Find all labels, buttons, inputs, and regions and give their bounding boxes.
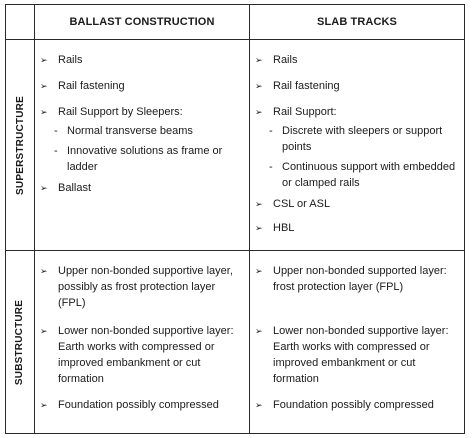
list-item: ➢ Rails	[255, 52, 459, 68]
item-text: Foundation possibly compressed	[58, 399, 219, 411]
substructure-label: SUBSTRUCTURE	[14, 299, 26, 385]
list-item: ➢ Lower non-bonded supportive layer: Eart…	[255, 323, 459, 387]
item-text: Rails	[273, 54, 298, 66]
cell-superstructure-ballast: ➢ Rails ➢ Rail fastening ➢ Rail Support by …	[40, 52, 244, 196]
arrow-bullet-icon: ➢	[255, 223, 263, 233]
list-item: ➢ Rail fastening	[255, 78, 459, 94]
cell-substructure-slab: ➢ Upper non-bonded supported layer: frost…	[255, 263, 459, 413]
dash-marker: -	[54, 145, 58, 157]
header-divider	[6, 39, 464, 40]
dash-marker: -	[54, 125, 58, 137]
arrow-bullet-icon: ➢	[40, 266, 48, 276]
sub-item-text: Innovative solutions as frame or ladder	[67, 145, 223, 173]
arrow-bullet-icon: ➢	[40, 107, 48, 117]
sub-item-text: Discrete with sleepers or support points	[282, 125, 443, 153]
header-ballast-construction: BALLAST CONSTRUCTION	[69, 16, 215, 28]
item-text: Rail Support by Sleepers:	[58, 106, 183, 118]
arrow-bullet-icon: ➢	[255, 326, 263, 336]
item-text: Rail fastening	[58, 80, 125, 92]
arrow-bullet-icon: ➢	[255, 266, 263, 276]
row-label-superstructure: SUPERSTRUCTURE	[6, 40, 34, 250]
item-text: CSL or ASL	[273, 198, 331, 210]
comparison-table: BALLAST CONSTRUCTION SLAB TRACKS SUPERST…	[5, 4, 465, 434]
item-text: Upper non-bonded supported layer: frost …	[273, 265, 447, 293]
list-item: ➢ Foundation possibly compressed	[40, 397, 244, 413]
list-item: ➢ Ballast	[40, 180, 244, 196]
cell-superstructure-slab: ➢ Rails ➢ Rail fastening ➢ Rail Support: -D…	[255, 52, 459, 236]
list-item: ➢ Rail Support by Sleepers:	[40, 104, 244, 120]
cell-substructure-ballast: ➢ Upper non-bonded supportive layer, poss…	[40, 263, 244, 413]
item-text: Rails	[58, 54, 83, 66]
item-text: Foundation possibly compressed	[273, 399, 434, 411]
arrow-bullet-icon: ➢	[40, 326, 48, 336]
item-text: Lower non-bonded supportive layer: Earth…	[58, 325, 234, 385]
item-text: Upper non-bonded supportive layer, possi…	[58, 265, 233, 309]
arrow-bullet-icon: ➢	[255, 400, 263, 410]
arrow-bullet-icon: ➢	[255, 107, 263, 117]
list-item: ➢ CSL or ASL	[255, 196, 459, 212]
list-item: ➢ Foundation possibly compressed	[255, 397, 459, 413]
list-item: ➢ Rail Support:	[255, 104, 459, 120]
sub-item-text: Normal transverse beams	[67, 125, 193, 137]
row-label-substructure: SUBSTRUCTURE	[6, 251, 34, 433]
item-text: Lower non-bonded supportive layer: Earth…	[273, 325, 449, 385]
column-divider	[34, 5, 35, 433]
item-text: Rail Support:	[273, 106, 337, 118]
dash-marker: -	[269, 161, 273, 173]
arrow-bullet-icon: ➢	[255, 55, 263, 65]
list-item: ➢ Rail fastening	[40, 78, 244, 94]
superstructure-label: SUPERSTRUCTURE	[14, 95, 26, 195]
sub-item: -Continuous support with embedded or cla…	[255, 159, 459, 191]
list-item: ➢ Upper non-bonded supportive layer, poss…	[40, 263, 244, 311]
column-divider	[249, 5, 250, 433]
dash-marker: -	[269, 125, 273, 137]
sub-item: -Discrete with sleepers or support point…	[255, 123, 459, 155]
list-item: ➢ Rails	[40, 52, 244, 68]
list-item: ➢ Upper non-bonded supported layer: frost…	[255, 263, 459, 295]
list-item: ➢ Lower non-bonded supportive layer: Eart…	[40, 323, 244, 387]
arrow-bullet-icon: ➢	[255, 199, 263, 209]
item-text: HBL	[273, 222, 295, 234]
arrow-bullet-icon: ➢	[40, 183, 48, 193]
row-divider	[6, 250, 464, 251]
sub-item-text: Continuous support with embedded or clam…	[282, 161, 456, 189]
item-text: Rail fastening	[273, 80, 340, 92]
sub-item: -Innovative solutions as frame or ladder	[40, 143, 244, 175]
item-text: Ballast	[58, 182, 92, 194]
list-item: ➢ HBL	[255, 220, 459, 236]
arrow-bullet-icon: ➢	[40, 400, 48, 410]
arrow-bullet-icon: ➢	[255, 81, 263, 91]
arrow-bullet-icon: ➢	[40, 55, 48, 65]
header-slab-tracks: SLAB TRACKS	[317, 16, 397, 28]
arrow-bullet-icon: ➢	[40, 81, 48, 91]
sub-item: -Normal transverse beams	[40, 123, 244, 139]
